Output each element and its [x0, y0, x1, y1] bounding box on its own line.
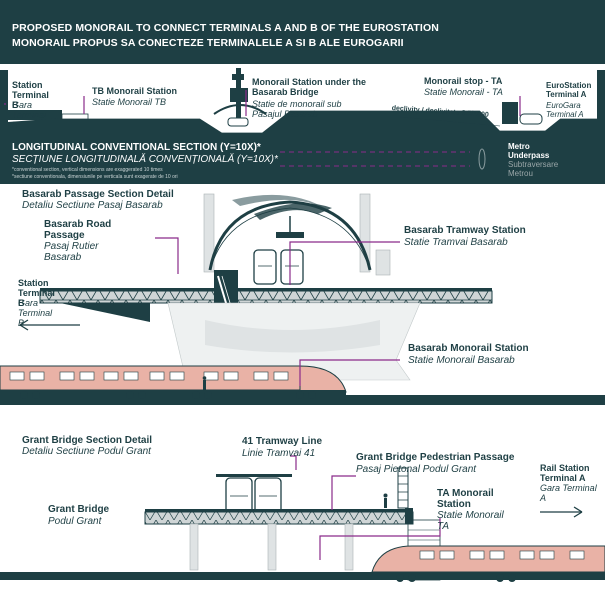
section-metro-title: Metro Underpass	[508, 142, 550, 160]
basarab-station-b-sub: Gara Terminal B	[18, 298, 53, 328]
basarab-monorail-sub: Statie Monorail Basarab	[408, 355, 515, 366]
overview-basarab-station-sub: Statie de monorail sub Pasajul Basarab	[252, 99, 342, 119]
header-band	[0, 0, 605, 64]
overview-eurostation-title: EuroStation Terminal A	[546, 81, 592, 99]
section-title-en: LONGITUDINAL CONVENTIONAL SECTION (Y=10X…	[12, 142, 261, 153]
header-title-ro: MONORAIL PROPUS SA CONECTEZE TERMINALELE…	[12, 37, 404, 49]
overview-tb-monorail-title: TB Monorail Station	[92, 86, 177, 96]
overview-station-b-title: Station Terminal B	[12, 80, 49, 110]
grant-ped-sub: Pasaj Pietonal Podul Grant	[356, 464, 477, 475]
grant-ta-title: TA Monorail Station	[437, 488, 494, 510]
basarab-detail-title: Basarab Passage Section Detail	[22, 189, 174, 200]
grant-detail-sub: Detaliu Sectiune Podul Grant	[22, 446, 151, 457]
basarab-tram-sub: Statie Tramvai Basarab	[404, 237, 508, 248]
grant-section	[0, 455, 605, 582]
grant-bridge-title: Grant Bridge	[48, 504, 110, 515]
overview-ta-stop-title: Monorail stop - TA	[424, 76, 503, 86]
grant-rail-sub: Gara Terminal A	[540, 483, 597, 503]
basarab-monorail-title: Basarab Monorail Station	[408, 343, 529, 354]
grant-ta-sub: Statie Monorail TA	[437, 510, 504, 532]
grant-ped-title: Grant Bridge Pedestrian Passage	[356, 452, 515, 463]
overview-eurostation-sub: EuroGara Terminal A	[546, 101, 584, 119]
basarab-detail-sub: Detaliu Sectiune Pasaj Basarab	[22, 200, 163, 211]
grant-rail-title: Rail Station Terminal A	[540, 463, 590, 483]
grant-monorail-train	[371, 545, 605, 582]
overview-tb-monorail-sub: Statie Monorail TB	[92, 97, 167, 107]
basarab-station-b-title: Station Terminal B	[18, 278, 55, 308]
grant-tram-title: 41 Tramway Line	[242, 436, 323, 447]
section-metro-sub: Subtraversare Metrou	[508, 160, 559, 178]
section-band	[0, 138, 605, 184]
grant-tram-sub: Linie Tramvai 41	[242, 448, 316, 459]
basarab-road-sub: Pasaj Rutier Basarab	[44, 241, 99, 263]
basarab-road-title: Basarab Road Passage	[44, 219, 112, 241]
grant-detail-title: Grant Bridge Section Detail	[22, 435, 153, 446]
section-note-ro: *sectiune conventionala, dimensiunile pe…	[12, 174, 178, 180]
grant-bridge-sub: Podul Grant	[48, 516, 102, 527]
overview-station-b-sub: Gara Terminal B	[12, 100, 47, 130]
basarab-monorail-train	[0, 365, 347, 399]
basarab-section	[0, 193, 605, 405]
section-title-ro: SECȚIUNE LONGITUDINALĂ CONVENȚIONALĂ (Y=…	[12, 154, 278, 165]
overview-profile	[0, 68, 605, 138]
overview-basarab-station-title: Monorail Station under the Basarab Bridg…	[252, 77, 366, 97]
section-band-lines	[280, 148, 486, 170]
overview-ta-stop-sub: Statie Monorail - TA	[424, 87, 503, 97]
header-title-en: PROPOSED MONORAIL TO CONNECT TERMINALS A…	[12, 22, 439, 34]
basarab-tram-title: Basarab Tramway Station	[404, 225, 526, 236]
section-note-en: *conventional section, vertical dimensio…	[12, 167, 163, 173]
